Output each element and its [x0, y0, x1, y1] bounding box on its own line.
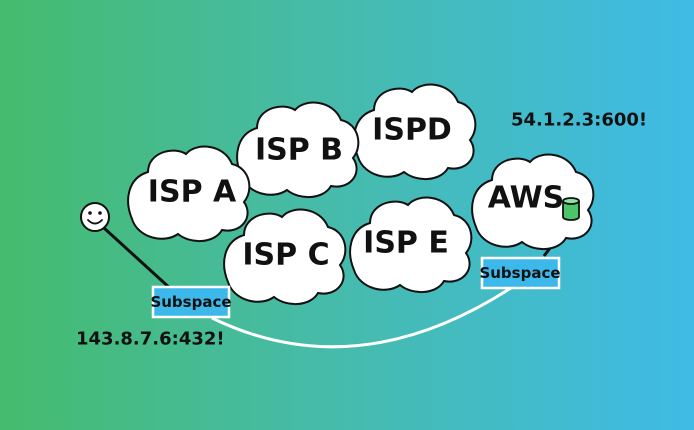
cloud-label-isp-c: ISP C [242, 238, 329, 273]
cloud-label-isp-a: ISP A [148, 175, 237, 210]
subspace-badge-right: Subspace [479, 256, 561, 290]
subspace-badge-right-label: Subspace [479, 264, 560, 282]
subspace-link-arc [211, 280, 521, 349]
database-icon [562, 197, 580, 221]
cloud-label-isp-e: ISP E [363, 226, 449, 261]
cloud-label-aws: AWS [488, 181, 565, 216]
cloud-isp-a: ISP A [127, 145, 251, 242]
subspace-badge-left: Subspace [150, 285, 232, 319]
smiley-face-icon [80, 202, 110, 232]
cloud-isp-e: ISP E [349, 196, 473, 293]
cloud-label-isp-d: ISPD [372, 113, 452, 148]
user-connection-line [102, 226, 174, 292]
cloud-isp-c: ISP C [223, 208, 347, 305]
cloud-isp-b: ISP B [236, 101, 360, 198]
cloud-isp-d: ISPD [353, 83, 477, 180]
client-address-label: 143.8.7.6:432! [76, 329, 225, 350]
cloud-label-isp-b: ISP B [255, 133, 343, 168]
server-address-label: 54.1.2.3:600! [511, 110, 647, 131]
subspace-badge-left-label: Subspace [150, 293, 231, 311]
cloud-aws: AWS [471, 153, 595, 250]
